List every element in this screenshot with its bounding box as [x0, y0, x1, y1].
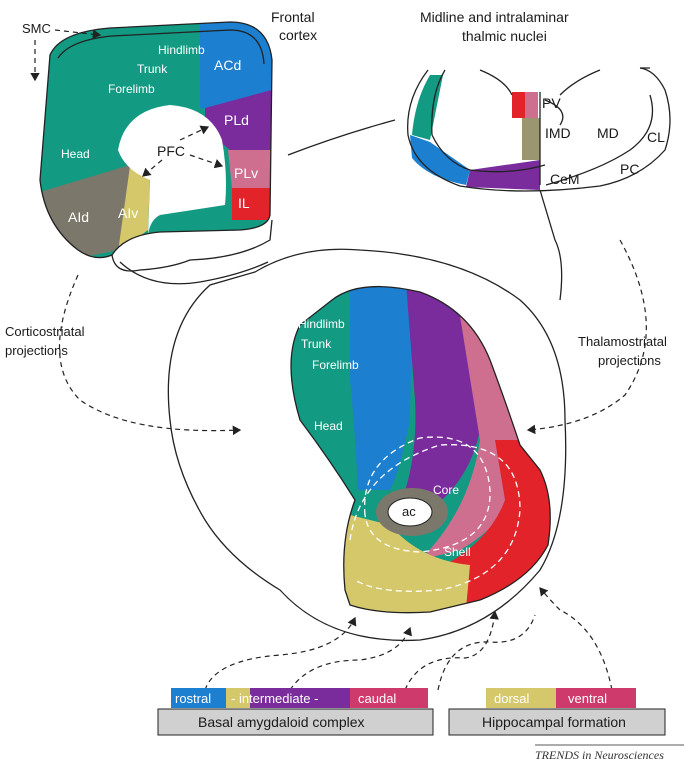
thalamus-midline-gray [522, 118, 540, 160]
corticostriatal-label-line2: projections [5, 343, 68, 358]
thalamus-purple-band [466, 160, 540, 190]
credit-text: TRENDS in Neurosciences [535, 748, 664, 762]
smc-label: SMC [22, 21, 51, 36]
thalamus-section: Midline and intralaminar thalmic nuclei … [288, 9, 670, 191]
cortex-aid-label: AId [68, 209, 89, 225]
thalamus-cem-label: CeM [550, 171, 580, 187]
striatum-ac-label: ac [402, 504, 416, 519]
thalamus-detail-lines [545, 68, 650, 125]
legend-ventral-label: ventral [568, 691, 607, 706]
corticostriatal-arrow [59, 275, 240, 431]
thalamostriatal-label-line1: Thalamostriatal [578, 334, 667, 349]
cortex-plv-label: PLv [234, 165, 258, 181]
striatum-core-label: Core [433, 483, 459, 497]
hippo-arrow-left [405, 612, 495, 690]
legend-rostral-label: rostral [175, 691, 211, 706]
thalamus-imd-label: IMD [545, 125, 571, 141]
cortex-trunk-label: Trunk [137, 62, 168, 76]
striatum-section: Hindlimb Trunk Forelimb Head Core ac She… [5, 190, 667, 690]
cortex-il-label: IL [238, 195, 250, 211]
thalamus-pv-pink [525, 92, 538, 118]
basal-amygdaloid-label: Basal amygdaloid complex [198, 714, 365, 730]
hippo-arrow-mid [438, 615, 535, 690]
hippo-arrow-right [540, 588, 612, 690]
striatum-head-label: Head [314, 419, 343, 433]
thalamus-descent-line [540, 190, 562, 300]
corticostriatal-label-line1: Corticostriatal [5, 324, 85, 339]
cortex-acd-label: ACd [214, 57, 241, 73]
striatum-hindlimb-label: Hindlimb [298, 317, 345, 331]
cortex-olfactory-outline [120, 262, 268, 284]
thalamus-cl-label: CL [647, 129, 665, 145]
thalamus-title-line1: Midline and intralaminar [420, 9, 569, 25]
legend-caudal-label: caudal [358, 691, 396, 706]
basal-arrow-mid [290, 628, 410, 690]
striatum-forelimb-label: Forelimb [312, 358, 359, 372]
thalamostriatal-label-line2: projections [598, 353, 661, 368]
thalamus-md-label: MD [597, 125, 619, 141]
cortex-aiv-label: AIv [118, 205, 138, 221]
cortex-thalamus-connector [288, 120, 395, 155]
hippocampal-label: Hippocampal formation [482, 714, 626, 730]
striatum-trunk-label: Trunk [301, 337, 332, 351]
thalamus-pc-label: PC [620, 161, 639, 177]
thalamus-top-curves [480, 70, 600, 95]
thalamus-title-line2: thalmic nuclei [462, 28, 547, 44]
striatum-shell-label: Shell [444, 545, 471, 559]
frontal-title-line1: Frontal [271, 9, 315, 25]
frontal-title-line2: cortex [279, 27, 317, 43]
legend-dorsal-label: dorsal [494, 691, 530, 706]
legend: rostral - intermediate - caudal dorsal v… [158, 688, 665, 735]
basal-arrow-left [205, 618, 355, 690]
thalamus-pv-label: PV [542, 95, 561, 111]
legend-intermediate-label: - intermediate - [231, 691, 318, 706]
cortex-hindlimb-label: Hindlimb [158, 43, 205, 57]
frontal-cortex-section: Frontal cortex SMC Hindlimb Trunk Foreli… [22, 9, 317, 284]
cortex-head-label: Head [61, 147, 90, 161]
cortex-forelimb-label: Forelimb [108, 82, 155, 96]
pfc-label: PFC [157, 143, 185, 159]
cortex-pld-label: PLd [224, 112, 249, 128]
